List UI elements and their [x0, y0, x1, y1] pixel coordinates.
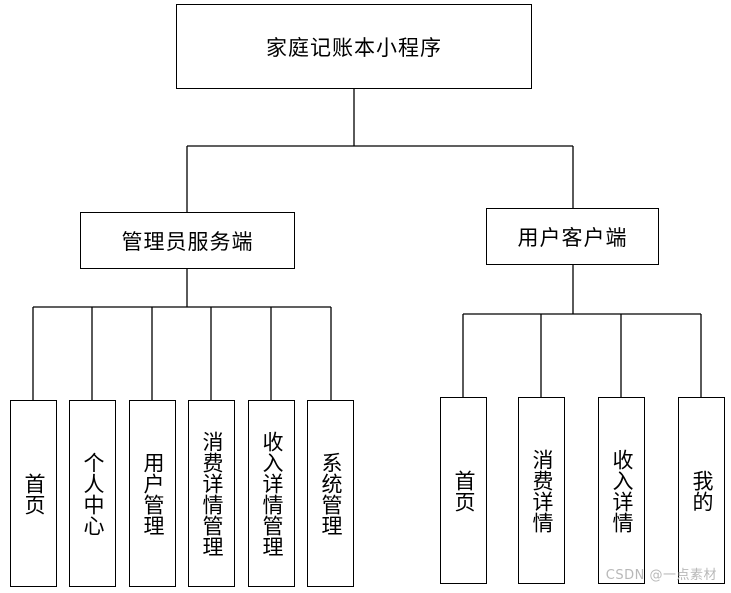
admin-child-label: 消费详情管理 — [200, 430, 224, 557]
admin-child-profile: 个人中心 — [69, 400, 116, 587]
branch-admin-label: 管理员服务端 — [121, 229, 254, 254]
user-child-label: 消费详情 — [530, 448, 554, 533]
admin-child-label: 首页 — [22, 472, 46, 515]
user-child-home: 首页 — [440, 397, 487, 584]
admin-child-home: 首页 — [10, 400, 57, 587]
user-child-label: 收入详情 — [610, 448, 634, 533]
user-child-label: 我的 — [690, 469, 714, 512]
user-child-income: 收入详情 — [598, 397, 645, 584]
admin-child-system-mgmt: 系统管理 — [307, 400, 354, 587]
root-node: 家庭记账本小程序 — [176, 4, 532, 89]
admin-child-income-mgmt: 收入详情管理 — [248, 400, 295, 587]
root-label: 家庭记账本小程序 — [266, 35, 442, 60]
admin-child-user-mgmt: 用户管理 — [129, 400, 176, 587]
admin-child-label: 收入详情管理 — [260, 430, 284, 557]
admin-child-label: 系统管理 — [319, 451, 343, 536]
admin-child-label: 个人中心 — [81, 451, 105, 536]
user-child-expense: 消费详情 — [518, 397, 565, 584]
admin-child-label: 用户管理 — [141, 451, 165, 536]
admin-child-expense-mgmt: 消费详情管理 — [188, 400, 235, 587]
user-child-mine: 我的 — [678, 397, 725, 584]
watermark-text: CSDN @一点素材 — [605, 568, 717, 583]
branch-user-label: 用户客户端 — [517, 225, 628, 250]
branch-user-node: 用户客户端 — [486, 208, 659, 265]
branch-admin-node: 管理员服务端 — [80, 212, 295, 269]
user-child-label: 首页 — [452, 469, 476, 512]
